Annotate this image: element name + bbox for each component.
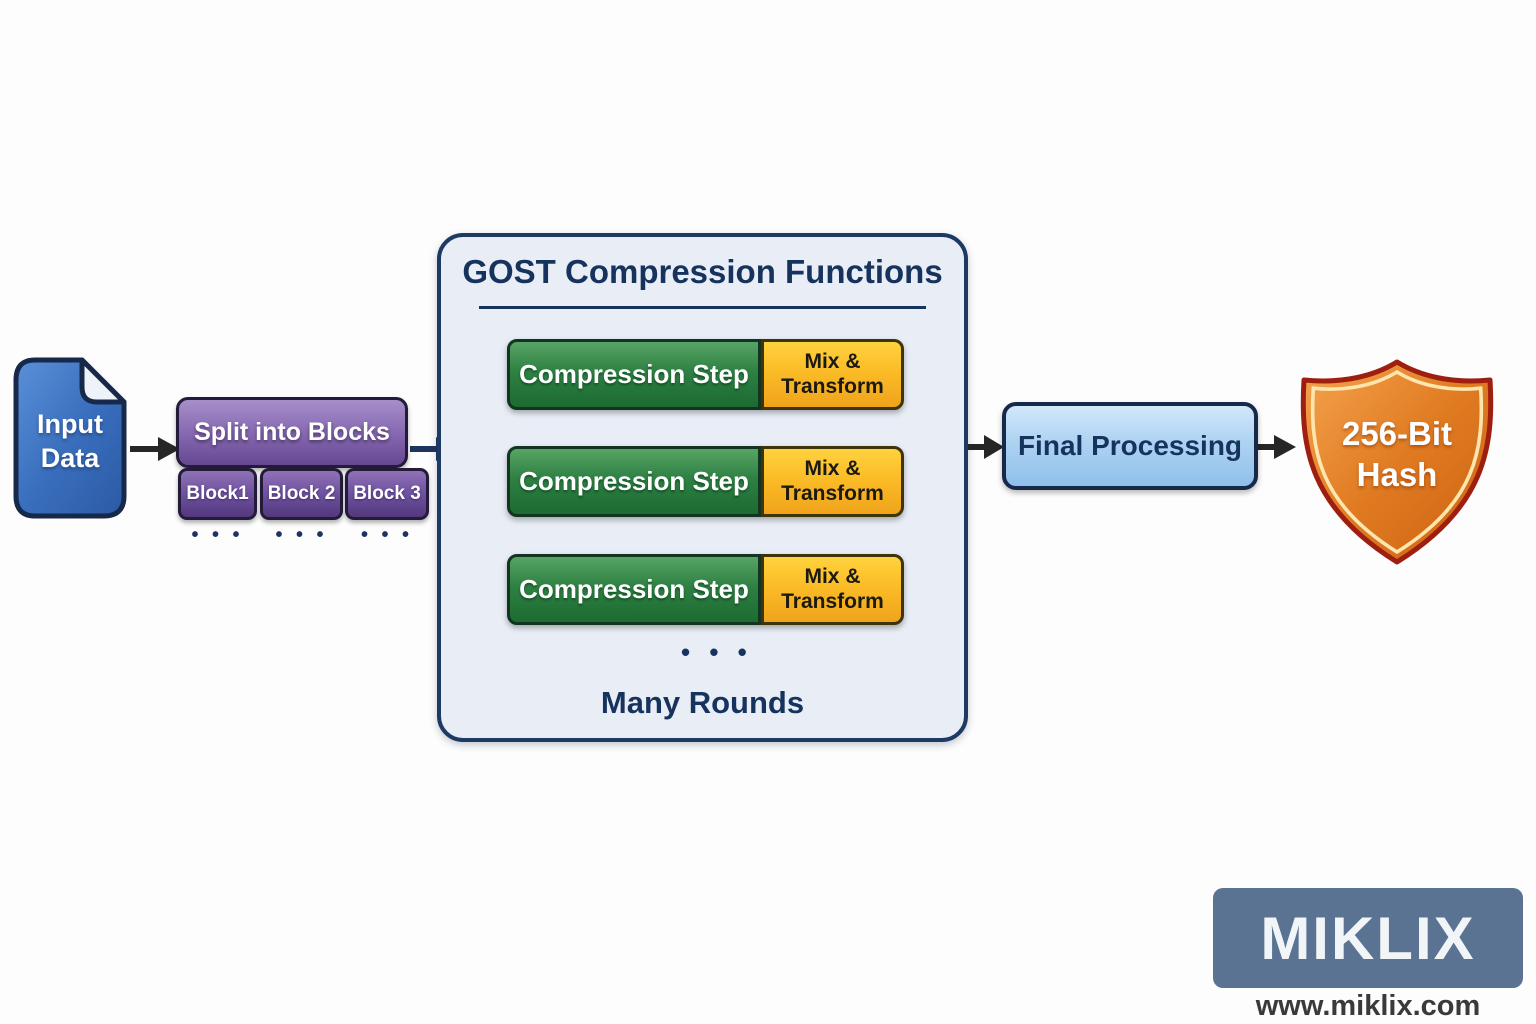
- compression-step-box: Compression Step: [507, 554, 761, 625]
- block-3-ellipsis: • • •: [360, 524, 414, 546]
- arrow-input-to-split: [130, 437, 180, 461]
- final-processing-box: Final Processing: [1002, 402, 1258, 490]
- compression-step-label: Compression Step: [519, 359, 749, 389]
- mix-transform-box: Mix & Transform: [761, 554, 904, 625]
- round-row-3: Compression Step Mix & Transform: [507, 554, 904, 625]
- block-2: Block 2: [260, 468, 343, 520]
- split-label: Split into Blocks: [194, 418, 390, 446]
- miklix-logo: MIKLIX: [1213, 888, 1523, 988]
- shield-icon: [1300, 359, 1494, 565]
- mix-transform-label: Mix & Transform: [781, 457, 884, 505]
- final-processing-label: Final Processing: [1017, 430, 1243, 461]
- mix-transform-label: Mix & Transform: [781, 350, 884, 398]
- miklix-url: www.miklix.com: [1255, 990, 1481, 1022]
- mix-transform-label: Mix & Transform: [781, 565, 884, 613]
- input-data-label: Input Data: [37, 409, 103, 473]
- round-row-2: Compression Step Mix & Transform: [507, 446, 904, 517]
- block-1-ellipsis: • • •: [191, 524, 244, 546]
- compression-step-label: Compression Step: [519, 574, 749, 604]
- compression-step-box: Compression Step: [507, 446, 761, 517]
- block-1-label: Block1: [186, 483, 249, 504]
- compression-step-box: Compression Step: [507, 339, 761, 410]
- compression-step-label: Compression Step: [519, 466, 749, 496]
- arrow-gost-to-final: [968, 435, 1004, 459]
- mix-transform-box: Mix & Transform: [761, 446, 904, 517]
- split-into-blocks-box: Split into Blocks: [176, 397, 408, 468]
- gost-compression-panel: GOST Compression Functions Compression S…: [437, 233, 968, 742]
- block-2-ellipsis: • • •: [275, 524, 328, 546]
- title-underline: [479, 306, 926, 309]
- document-icon: [13, 357, 127, 519]
- miklix-logo-text: MIKLIX: [1260, 904, 1476, 972]
- block-1: Block1: [178, 468, 257, 520]
- many-rounds-label: Many Rounds: [600, 685, 805, 720]
- gost-panel-title: GOST Compression Functions: [462, 253, 943, 290]
- mix-transform-box: Mix & Transform: [761, 339, 904, 410]
- round-row-1: Compression Step Mix & Transform: [507, 339, 904, 410]
- block-3-label: Block 3: [353, 483, 421, 504]
- hash-output-label: 256-Bit Hash: [1341, 414, 1453, 493]
- block-2-label: Block 2: [267, 483, 336, 504]
- arrow-final-to-shield: [1258, 435, 1296, 459]
- block-3: Block 3: [345, 468, 429, 520]
- more-rounds-ellipsis: • • •: [681, 637, 753, 667]
